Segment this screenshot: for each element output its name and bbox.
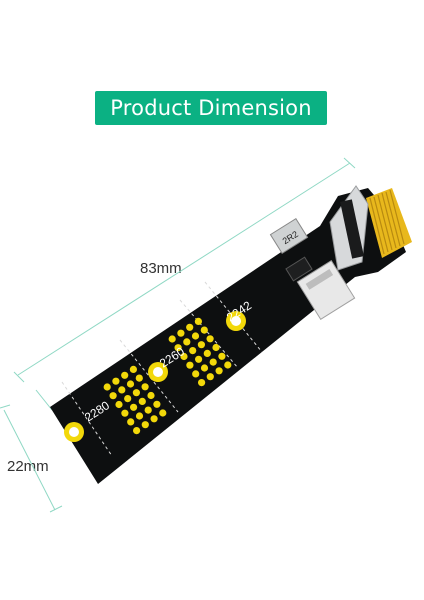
mounting-hole-center bbox=[231, 316, 241, 326]
length-label: 83mm bbox=[140, 260, 182, 277]
pad-grid-2260-pad bbox=[195, 355, 203, 363]
mounting-hole-center bbox=[69, 427, 79, 437]
pad-grid-2260-pad bbox=[180, 352, 188, 361]
pad-grid-2260-pad bbox=[183, 338, 191, 346]
pad-grid-2280-pad bbox=[126, 380, 135, 388]
pad-grid-2280-pad bbox=[115, 400, 123, 409]
pad-grid-2260-pad bbox=[203, 349, 211, 357]
pad-grid-2260-pad bbox=[215, 367, 223, 375]
sata-connector-icon bbox=[329, 185, 369, 271]
pad-grid bbox=[103, 317, 232, 435]
chip-icon: 2R2 bbox=[269, 218, 309, 254]
pad-grid-2280-pad bbox=[144, 406, 152, 414]
pad-grid-2260-pad bbox=[218, 352, 226, 360]
pad-grid-2280-pad bbox=[138, 397, 146, 405]
length-tick-left bbox=[13, 371, 25, 383]
pad-grid-2260-pad bbox=[192, 370, 200, 378]
length-dimension-line bbox=[17, 162, 351, 376]
pad-grid-2260-pad bbox=[206, 335, 214, 343]
pad-grid-2280-pad bbox=[121, 409, 129, 417]
pad-grid-2260-pad bbox=[177, 329, 185, 337]
pad-grid-2260-pad bbox=[186, 361, 194, 369]
pad-grid-2260-pad bbox=[200, 364, 209, 372]
board-separators bbox=[61, 281, 263, 457]
pad-grid-2280-pad bbox=[141, 383, 149, 391]
banner-title: Product Dimension bbox=[110, 96, 312, 120]
ic-chip-icon bbox=[285, 256, 313, 282]
m2-board: 2R2 2242 2260 2280 bbox=[50, 185, 412, 484]
pad-grid-2280-pad bbox=[112, 377, 120, 385]
pad-grid-2280-pad bbox=[147, 391, 155, 400]
power-header-icon bbox=[296, 260, 356, 320]
pad-grid-2260-pad bbox=[200, 326, 208, 334]
pad-grid-2280-pad bbox=[103, 383, 111, 391]
pad-grid-2280-pad bbox=[133, 427, 141, 435]
dashed-separator bbox=[179, 299, 239, 369]
pad-grid-2260-pad bbox=[209, 358, 217, 366]
pad-grid-2280-pad bbox=[124, 395, 132, 403]
dashed-separator bbox=[61, 381, 113, 457]
width-tick-bottom bbox=[49, 505, 63, 513]
pad-grid-2260-pad bbox=[174, 344, 182, 352]
pad-grid-2280-pad bbox=[135, 412, 144, 420]
pad-grid-2280-pad bbox=[150, 415, 158, 423]
width-label: 22mm bbox=[7, 458, 49, 475]
pad-grid-2280-pad bbox=[118, 386, 126, 394]
pad-grid-2280-pad bbox=[127, 418, 135, 426]
pad-grid-2280-pad bbox=[159, 409, 167, 417]
pad-grid-2280-pad bbox=[121, 371, 129, 379]
pad-grid-2280-pad bbox=[135, 374, 143, 382]
pad-grid-2280-pad bbox=[109, 392, 117, 400]
mounting-hole-center bbox=[153, 367, 163, 377]
pad-grid-2260-pad bbox=[189, 347, 197, 355]
width-dimension-line bbox=[3, 409, 56, 511]
pad-grid-2260-pad bbox=[224, 361, 232, 369]
dimension-guides bbox=[0, 157, 356, 513]
pad-grid-2260-pad bbox=[191, 332, 200, 340]
pad-grid-2280-pad bbox=[153, 400, 161, 408]
pad-grid-2260-pad bbox=[186, 323, 194, 331]
pad-grid-2280-pad bbox=[141, 421, 149, 429]
pad-grid-2280-pad bbox=[132, 389, 140, 397]
product-dimension-banner: Product Dimension bbox=[95, 91, 327, 125]
board-body bbox=[50, 188, 406, 484]
pad-grid-2260-pad bbox=[198, 379, 206, 387]
pad-grid-2260-pad bbox=[194, 317, 202, 325]
width-tick-top bbox=[0, 404, 11, 409]
length-tick-right bbox=[343, 157, 356, 169]
pad-grid-2280-pad bbox=[129, 365, 137, 373]
pad-grid-2260-pad bbox=[212, 343, 220, 352]
pad-grid-2280-pad bbox=[130, 403, 138, 411]
edge-connector-icon bbox=[366, 188, 412, 258]
length-extension-left bbox=[35, 389, 53, 411]
pad-grid-2260-pad bbox=[206, 373, 214, 381]
pad-grid-2260-pad bbox=[168, 335, 176, 343]
mounting-holes bbox=[64, 311, 246, 442]
pad-grid-2260-pad bbox=[197, 341, 205, 349]
